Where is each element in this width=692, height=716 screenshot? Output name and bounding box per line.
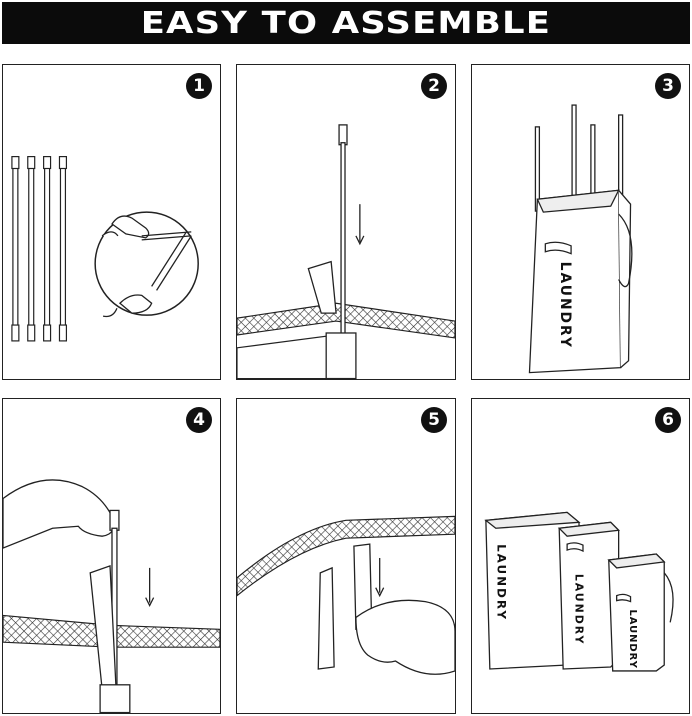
three-baskets-illustration: LAUNDRY LAUNDRY LAUNDRY bbox=[484, 511, 674, 672]
step-5-badge: 5 bbox=[421, 407, 447, 433]
step-6-badge: 6 bbox=[655, 407, 681, 433]
step-3-panel: 3 LAUNDRY bbox=[471, 64, 690, 380]
step-4-panel: 4 bbox=[2, 398, 221, 714]
step-3-badge: 3 bbox=[655, 73, 681, 99]
step-1-badge: 1 bbox=[186, 73, 212, 99]
poles-illustration bbox=[11, 156, 199, 342]
svg-text:LAUNDRY: LAUNDRY bbox=[573, 574, 586, 646]
svg-text:LAUNDRY: LAUNDRY bbox=[557, 262, 573, 349]
basket-with-poles-illustration: LAUNDRY bbox=[528, 104, 633, 374]
page-title: EASY TO ASSEMBLE bbox=[140, 5, 552, 41]
hook-pole-illustration bbox=[237, 515, 455, 675]
svg-text:LAUNDRY: LAUNDRY bbox=[627, 610, 638, 669]
laundry-labels: LAUNDRY LAUNDRY LAUNDRY bbox=[495, 544, 638, 669]
step-5-panel: 5 bbox=[236, 398, 456, 714]
step-4-badge: 4 bbox=[186, 407, 212, 433]
step-1-panel: 1 bbox=[2, 64, 221, 380]
svg-text:LAUNDRY: LAUNDRY bbox=[495, 544, 509, 621]
title-banner: EASY TO ASSEMBLE bbox=[2, 2, 690, 44]
step-2-panel: 2 bbox=[236, 64, 456, 380]
step-2-badge: 2 bbox=[421, 73, 447, 99]
insert-pole-illustration bbox=[237, 124, 455, 379]
laundry-vertical-label: LAUNDRY bbox=[557, 262, 573, 349]
secure-pole-illustration bbox=[3, 479, 220, 713]
step-6-panel: 6 LAUNDRY LAUNDRY LAUNDRY bbox=[471, 398, 690, 714]
